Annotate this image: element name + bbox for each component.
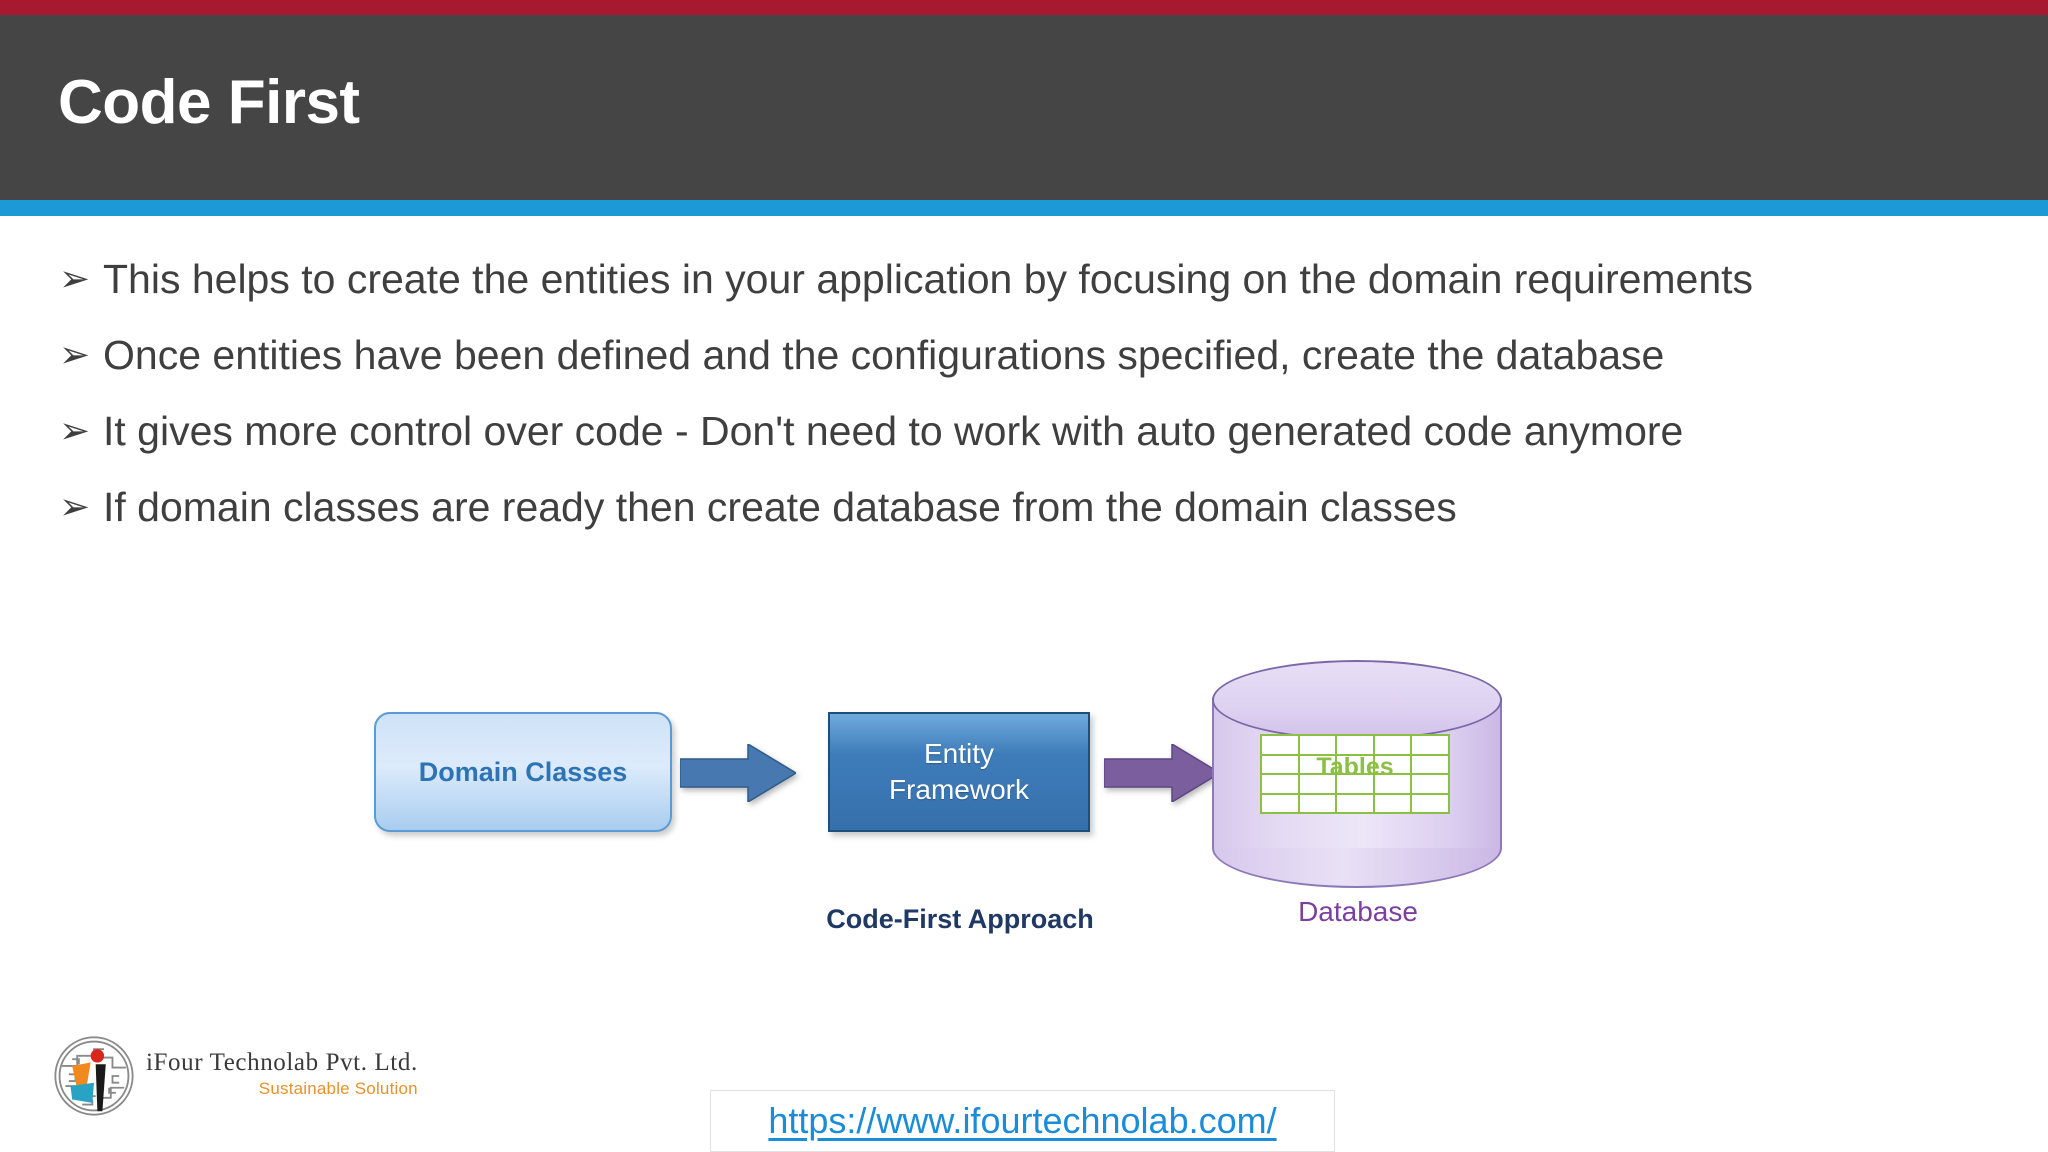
list-item-text: Once entities have been defined and the … — [103, 332, 1665, 378]
logo-company-name: iFour Technolab Pvt. Ltd. — [146, 1049, 418, 1076]
bullet-arrow-icon: ➢ — [59, 410, 91, 451]
top-accent-bar — [0, 0, 2048, 15]
grid-cell — [1262, 755, 1298, 773]
footer-url-box[interactable]: https://www.ifourtechnolab.com/ — [710, 1090, 1335, 1152]
bullet-arrow-icon: ➢ — [59, 334, 91, 375]
entity-framework-line1: Entity — [923, 738, 994, 770]
logo-wordmark: iFour Technolab Pvt. Ltd. Sustainable So… — [136, 1049, 418, 1103]
diagram-database-cylinder: Tables Database — [1208, 658, 1508, 927]
list-item: ➢ It gives more control over code - Don'… — [55, 400, 2015, 462]
grid-cell — [1299, 775, 1336, 793]
list-item-text: It gives more control over code - Don't … — [103, 408, 1684, 454]
list-item-text: If domain classes are ready then create … — [103, 484, 1457, 530]
grid-cell — [1412, 736, 1448, 754]
footer-logo: iFour Technolab Pvt. Ltd. Sustainable So… — [52, 1030, 418, 1122]
grid-cell — [1412, 775, 1448, 793]
list-item: ➢ If domain classes are ready then creat… — [55, 476, 2015, 538]
grid-cell — [1262, 775, 1298, 793]
grid-cell — [1299, 736, 1336, 754]
list-item-text: This helps to create the entities in you… — [103, 256, 1754, 302]
grid-cell — [1337, 775, 1373, 793]
grid-cell — [1374, 775, 1411, 793]
grid-cell — [1299, 755, 1336, 773]
code-first-diagram: Domain Classes Entity Framework — [0, 648, 2048, 948]
ifour-labyrinth-logo-icon — [54, 1036, 134, 1116]
grid-cell — [1262, 736, 1298, 754]
grid-cell — [1374, 736, 1411, 754]
grid-cell — [1412, 755, 1448, 773]
grid-cell — [1374, 794, 1411, 812]
grid-cell — [1337, 736, 1373, 754]
grid-cell — [1299, 794, 1336, 812]
grid-cell — [1374, 755, 1411, 773]
bullet-list: ➢ This helps to create the entities in y… — [55, 248, 2015, 552]
grid-cell — [1262, 794, 1298, 812]
diagram-box-domain-classes: Domain Classes — [374, 712, 672, 832]
database-caption: Database — [1298, 896, 1418, 927]
title-underline-bar — [0, 200, 2048, 216]
entity-framework-line2: Framework — [888, 774, 1029, 805]
page-title: Code First — [58, 68, 360, 137]
list-item: ➢ This helps to create the entities in y… — [55, 248, 2015, 310]
grid-cell — [1412, 794, 1448, 812]
diagram-box-entity-framework: Entity Framework — [828, 712, 1090, 832]
arrow-entity-framework-to-database-icon — [1104, 744, 1220, 802]
cylinder-top-ellipse — [1212, 660, 1502, 740]
database-tables-grid — [1260, 734, 1450, 814]
diagram-caption: Code-First Approach — [826, 904, 1094, 934]
bullet-arrow-icon: ➢ — [59, 258, 91, 299]
title-bar: Code First — [0, 15, 2048, 200]
footer-url-link[interactable]: https://www.ifourtechnolab.com/ — [768, 1100, 1277, 1141]
bullet-arrow-icon: ➢ — [59, 486, 91, 527]
grid-cell — [1337, 755, 1373, 773]
logo-tagline: Sustainable Solution — [258, 1079, 418, 1098]
arrow-domain-to-entity-framework-icon — [680, 744, 796, 802]
grid-cell — [1337, 794, 1373, 812]
list-item: ➢ Once entities have been defined and th… — [55, 324, 2015, 386]
diagram-box-domain-classes-label: Domain Classes — [418, 756, 628, 787]
diagram-box-entity-framework-label: Entity Framework — [889, 736, 1029, 808]
